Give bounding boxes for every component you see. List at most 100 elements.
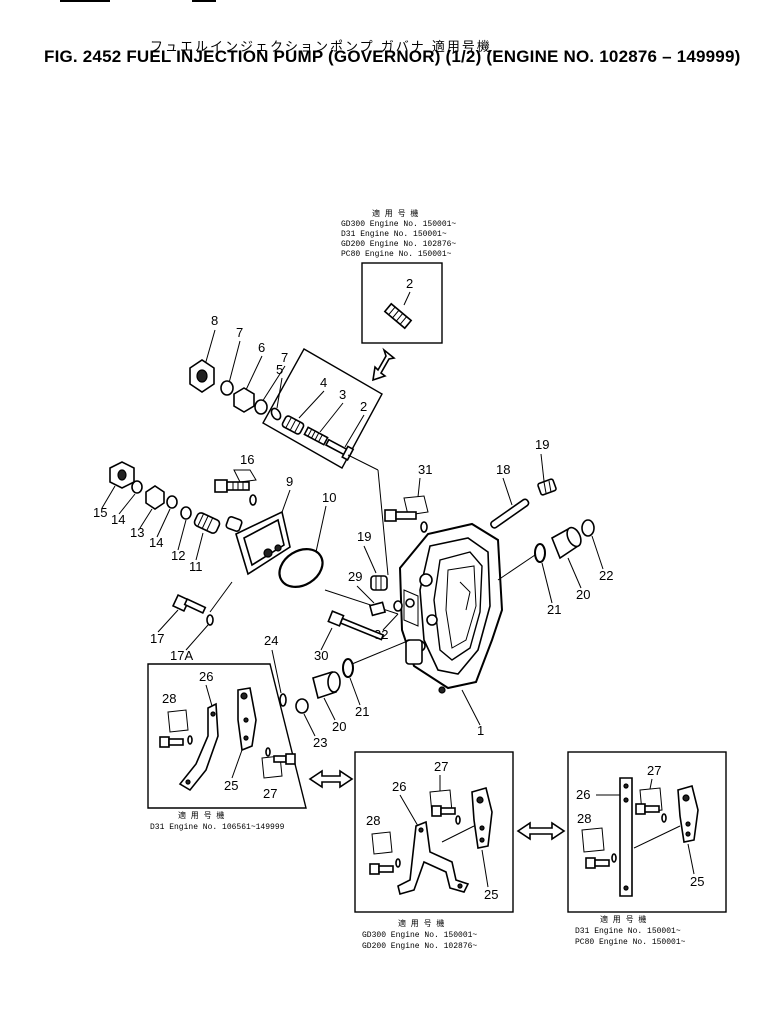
lever-part-26b: [397, 820, 470, 895]
bolt-part-28a: [159, 736, 184, 748]
bolt-part-16: [214, 479, 250, 493]
washer-part-22: [581, 519, 595, 537]
double-arrow-top: [372, 347, 396, 382]
callout-17: 17: [150, 631, 164, 646]
top-inset: 適 用 号 機 GD300 Engine No. 150001~ D31 Eng…: [341, 208, 456, 344]
callout-14b: 14: [149, 535, 163, 550]
adjuster-subassembly: [262, 348, 383, 469]
o-ring-part-21b: [342, 658, 354, 678]
callout-27a: 27: [263, 786, 277, 801]
top-inset-frame: [361, 262, 443, 344]
callout-15: 15: [93, 505, 107, 520]
callout-29: 29: [348, 569, 362, 584]
callout-25b: 25: [484, 887, 498, 902]
callout-25a: 25: [224, 778, 238, 793]
o-ring-part-21a: [534, 543, 546, 563]
callout-26c: 26: [576, 787, 590, 802]
callout-7a: 7: [236, 325, 243, 340]
callout-4: 4: [320, 375, 327, 390]
callout-20b: 20: [332, 719, 346, 734]
bolt-part-2-variant: [383, 302, 413, 330]
callout-26b: 26: [392, 779, 406, 794]
callout-14a: 14: [111, 512, 125, 527]
plug-part-19a: [537, 478, 557, 496]
washer-part-23: [295, 698, 309, 714]
figure-title: FIG. 2452 FUEL INJECTION PUMP (GOVERNOR)…: [44, 47, 741, 66]
right-inset: 27 26 28 25 適 用 号 機 D31 Engine No. 15000…: [567, 751, 727, 947]
screw-part-11: [193, 512, 221, 534]
mid-inset-line-1: GD300 Engine No. 150001~: [362, 931, 477, 940]
callout-9: 9: [286, 474, 293, 489]
top-inset-line-4: PC80 Engine No. 150001~: [341, 250, 452, 259]
bolt-part-27c: [635, 803, 667, 823]
callout-28a: 28: [162, 691, 176, 706]
callout-27c: 27: [647, 763, 661, 778]
bolt-part-27a: [265, 747, 296, 765]
callout-24: 24: [264, 633, 278, 648]
callout-21a: 21: [547, 602, 561, 617]
callout-19b: 19: [357, 529, 371, 544]
left-inset-header: 適 用 号 機: [178, 810, 224, 821]
pin-part-18: [490, 498, 530, 529]
callout-1: 1: [477, 723, 484, 738]
callout-28c: 28: [577, 811, 591, 826]
cap-part-20b: [312, 670, 341, 700]
top-inset-line-3: GD200 Engine No. 102876~: [341, 240, 456, 249]
callout-2-main: 2: [360, 399, 367, 414]
double-arrow-right: [516, 821, 566, 841]
top-inset-header: 適 用 号 機: [372, 208, 418, 219]
top-bar-right: [192, 0, 216, 2]
middle-inset: 27 26 28 25 適 用 号 機 GD300 Engine No. 150…: [354, 751, 514, 951]
plug-part-19b: [370, 575, 388, 591]
nut-part-15: [109, 461, 135, 489]
callout-8: 8: [211, 313, 218, 328]
callout-25c: 25: [690, 874, 704, 889]
left-inset: 26 28 25 27 適 用 号 機 D31 Engine No. 10656…: [147, 663, 307, 832]
callout-18: 18: [496, 462, 510, 477]
callout-6: 6: [258, 340, 265, 355]
nut-part-8: [189, 359, 215, 393]
o-ring-part-10: [278, 548, 324, 588]
callout-13: 13: [130, 525, 144, 540]
callout-21b: 21: [355, 704, 369, 719]
right-inset-line-1: D31 Engine No. 150001~: [575, 927, 681, 936]
callout-27b: 27: [434, 759, 448, 774]
callout-5: 5: [276, 362, 283, 377]
bolt-part-30: [327, 610, 385, 641]
mid-inset-line-2: GD200 Engine No. 102876~: [362, 942, 477, 951]
cover-part-9: [225, 510, 291, 576]
double-arrow-left: [308, 769, 354, 789]
callout-10: 10: [322, 490, 336, 505]
washer-part-14a: [131, 480, 143, 494]
callout-20a: 20: [576, 587, 590, 602]
top-inset-line-1: GD300 Engine No. 150001~: [341, 220, 456, 229]
right-inset-line-2: PC80 Engine No. 150001~: [575, 938, 686, 947]
callout-26a: 26: [199, 669, 213, 684]
callout-2-top: 2: [406, 276, 413, 291]
washer-part-7b: [254, 399, 268, 415]
lever-part-25b: [471, 787, 493, 849]
nut-part-6: [233, 387, 255, 413]
washer-part-31: [420, 521, 428, 533]
cap-part-20a: [550, 526, 582, 560]
callout-23: 23: [313, 735, 327, 750]
pin-part-24: [279, 693, 287, 707]
callout-7b: 7: [281, 350, 288, 365]
callout-30: 30: [314, 648, 328, 663]
callout-17a: 17A: [170, 648, 193, 663]
bolt-part-27b: [431, 805, 461, 825]
top-inset-line-2: D31 Engine No. 150001~: [341, 230, 447, 239]
mid-inset-header: 適 用 号 機: [398, 918, 444, 929]
washer-part-17a: [206, 614, 214, 626]
lever-part-26a: [178, 702, 219, 792]
japanese-title: フュエルインジェクションポンプ ガバナ 適用号機: [150, 40, 492, 55]
bolt-part-28b: [369, 858, 401, 875]
bolt-part-29: [368, 598, 415, 617]
nut-part-13: [145, 485, 165, 510]
callout-31: 31: [418, 462, 432, 477]
washer-part-7a: [220, 380, 234, 396]
callout-12: 12: [171, 548, 185, 563]
bolt-part-31: [384, 509, 417, 522]
lever-part-26c: [619, 777, 633, 897]
